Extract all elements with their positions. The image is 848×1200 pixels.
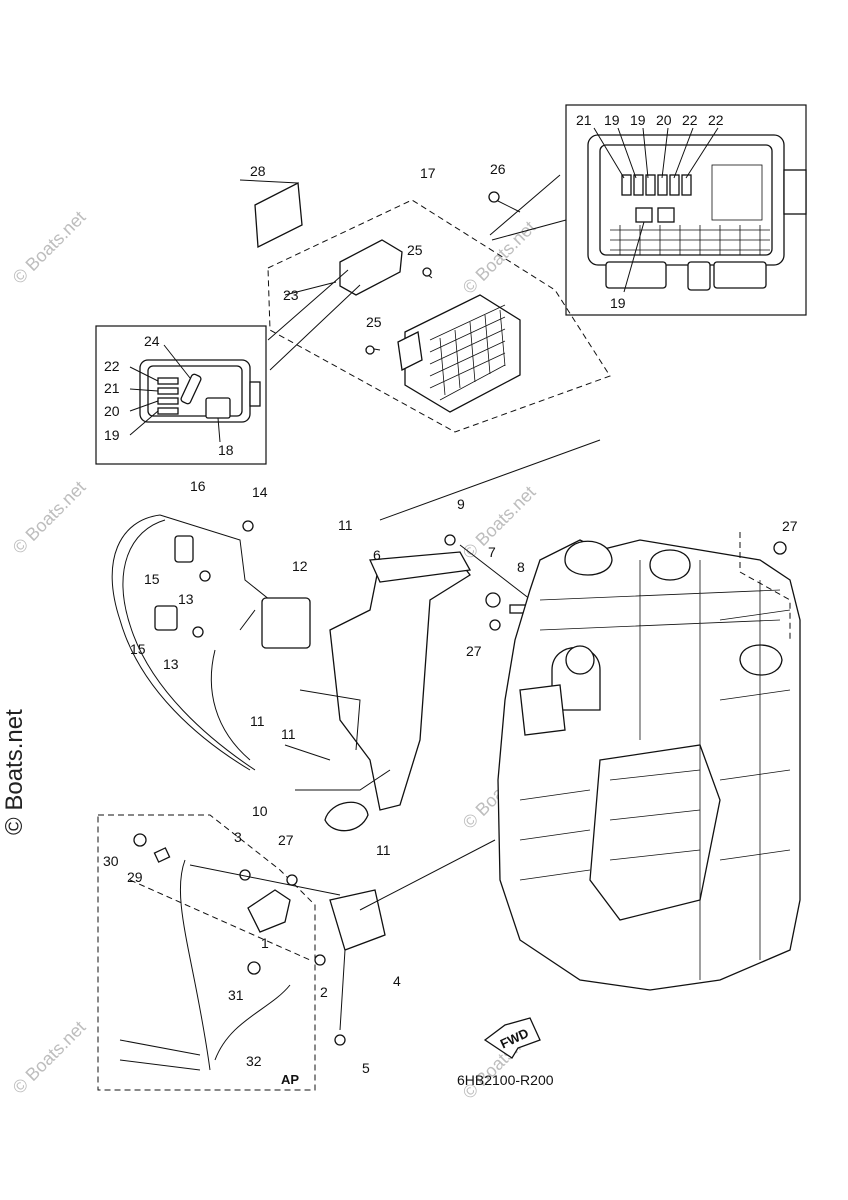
ecu-grid	[610, 164, 770, 255]
callout-25: 25	[407, 242, 423, 258]
ecu-detail-inset: 21 19 19 20 22 22 19	[565, 104, 807, 316]
callout-27: 27	[278, 832, 294, 848]
side-watermark: © Boats.net	[1, 709, 28, 835]
callout-13: 13	[178, 591, 194, 607]
callout-23: 23	[283, 287, 299, 303]
callout-19: 19	[630, 112, 646, 128]
callout-1: 1	[261, 935, 269, 951]
diagram-code: 6HB2100-R200	[457, 1072, 554, 1088]
callout-18: 18	[218, 442, 234, 458]
callout-26: 26	[490, 161, 506, 177]
callout-31: 31	[228, 987, 244, 1003]
callout-10: 10	[252, 803, 268, 819]
tile-watermark: © Boats.net	[459, 482, 540, 563]
callout-24: 24	[144, 333, 160, 349]
callout-25: 25	[366, 314, 382, 330]
callout-13: 13	[163, 656, 179, 672]
callout-19: 19	[610, 295, 626, 311]
callout-20: 20	[104, 403, 120, 419]
callout-11: 11	[376, 842, 391, 858]
callout-4: 4	[393, 973, 401, 989]
tile-watermark: © Boats.net	[9, 1017, 90, 1098]
callout-3: 3	[234, 829, 242, 845]
callout-29: 29	[127, 869, 143, 885]
callout-14: 14	[252, 484, 268, 500]
callout-19: 19	[604, 112, 620, 128]
callout-32: 32	[246, 1053, 262, 1069]
ecu-assembly: 28 17 26 25 23 25	[239, 161, 611, 433]
bracket-and-wiring: 16 14 11 9 6 7 8 12 15 13 15 13 27 11 11…	[111, 439, 601, 858]
callout-22: 22	[682, 112, 698, 128]
callout-11: 11	[250, 713, 265, 729]
tile-watermark: © Boats.net	[9, 207, 90, 288]
tile-watermark: © Boats.net	[9, 477, 90, 558]
callout-22: 22	[708, 112, 724, 128]
callout-20: 20	[656, 112, 672, 128]
callout-12: 12	[292, 558, 308, 574]
callout-11: 11	[281, 726, 296, 742]
callout-6: 6	[373, 547, 381, 563]
callout-27: 27	[466, 643, 482, 659]
callout-16: 16	[190, 478, 206, 494]
callout-22: 22	[104, 358, 120, 374]
callout-17: 17	[420, 165, 436, 181]
callout-2: 2	[320, 984, 328, 1000]
callout-21: 21	[104, 380, 120, 396]
callout-19: 19	[104, 427, 120, 443]
callout-30: 30	[103, 853, 119, 869]
ap-ground-section: 30 29 3 27 1 4 2 31 32 5 AP	[97, 814, 496, 1091]
fwd-arrow: FWD	[483, 1017, 541, 1059]
callout-9: 9	[457, 496, 465, 512]
tile-watermark: © Boats.net	[459, 217, 540, 298]
callout-28: 28	[250, 163, 266, 179]
callout-11: 11	[338, 517, 353, 533]
callout-5: 5	[362, 1060, 370, 1076]
callout-15: 15	[144, 571, 160, 587]
callout-21: 21	[576, 112, 592, 128]
fuse-box-inset: 24 22 21 20 19 18	[95, 325, 267, 465]
ap-label: AP	[281, 1072, 299, 1087]
callout-15: 15	[130, 641, 146, 657]
callout-27: 27	[782, 518, 798, 534]
engine-block: 27	[497, 518, 801, 991]
callout-7: 7	[488, 544, 496, 560]
fuse-row	[621, 174, 692, 223]
callout-8: 8	[517, 559, 525, 575]
